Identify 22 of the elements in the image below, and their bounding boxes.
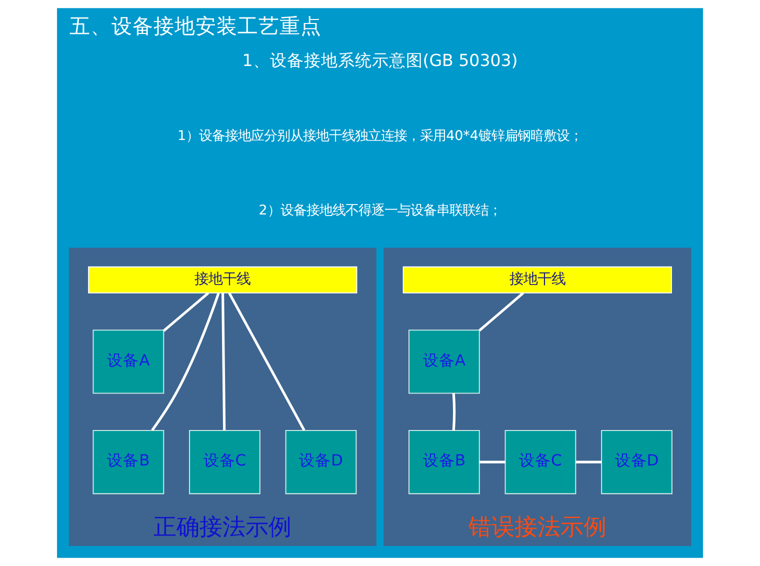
label: 1）设备接地应分别从接地干线独立连接，采用40*4镀锌扁钢暗敷设； — [178, 129, 582, 144]
node-box: 设备C — [504, 430, 576, 494]
node-box: 设备C — [189, 430, 260, 494]
label: 2）设备接地线不得逐一与设备串联联结； — [258, 204, 502, 219]
node-box: 接地干线 — [88, 266, 358, 294]
node-box: 设备B — [92, 430, 164, 494]
diagram-title: 五、设备接地安装工艺重点 — [70, 14, 322, 38]
connector — [576, 460, 602, 464]
connector — [162, 292, 210, 332]
connector — [452, 393, 456, 431]
node-box: 接地干线 — [402, 266, 672, 294]
node-box: 设备A — [92, 330, 164, 394]
connector — [151, 292, 220, 431]
connector — [221, 293, 226, 430]
node-box: 设备D — [601, 430, 672, 494]
connector — [480, 460, 506, 464]
node-box: 设备B — [408, 430, 480, 494]
node-box: 设备D — [285, 430, 357, 494]
connector — [228, 292, 306, 431]
node-box: 设备A — [408, 330, 480, 394]
label: 1、设备接地系统示意图(GB 50303) — [242, 50, 518, 70]
connector — [478, 292, 524, 332]
